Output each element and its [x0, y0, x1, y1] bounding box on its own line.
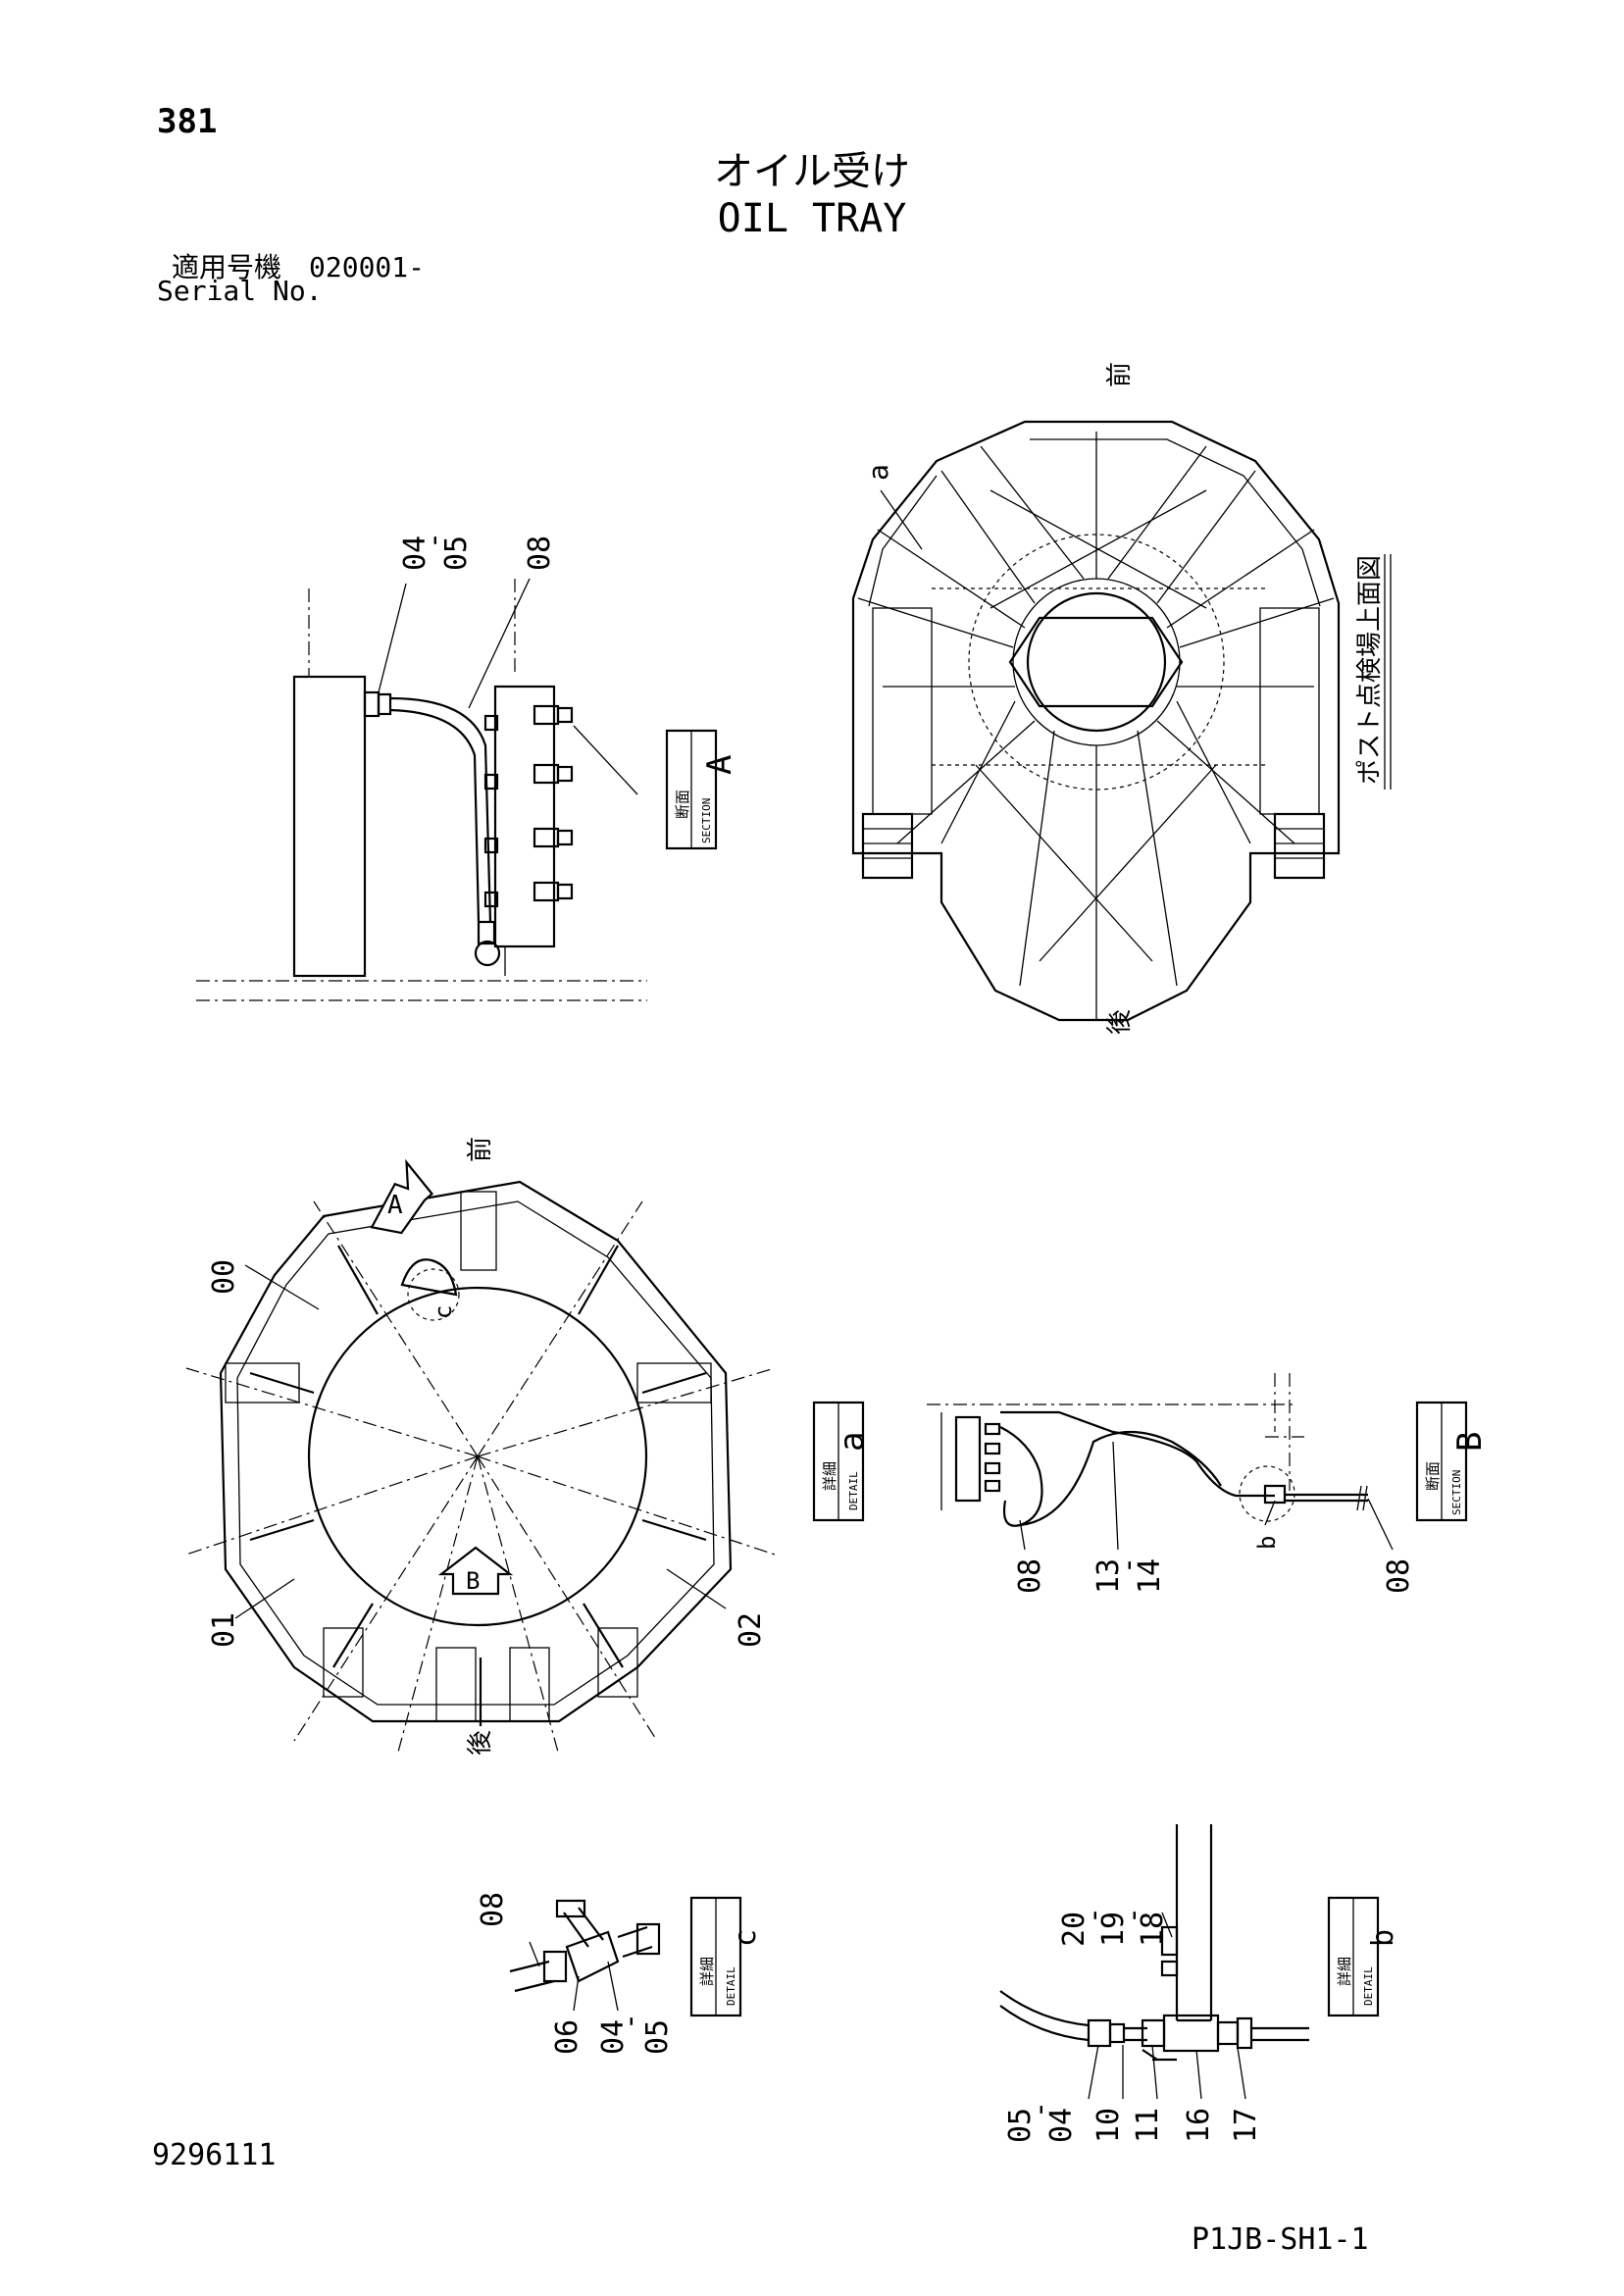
bolt-row	[483, 704, 574, 908]
section-b-en: SECTION	[1450, 1470, 1463, 1515]
detail-a-en: DETAIL	[847, 1471, 860, 1510]
part-label-05-b: 05	[1003, 2108, 1038, 2143]
section-a-tag: 断面 SECTION A	[665, 729, 739, 850]
section-b-jp: 断面	[1424, 1461, 1442, 1491]
part-range-sep-b1: -	[1077, 1907, 1111, 1924]
detail-b-jp: 詳細	[1336, 1957, 1353, 1986]
detail-c-view: 08 06 04 - 05 詳細 DETAIL c	[476, 1892, 763, 2055]
title-english: OIL TRAY	[718, 196, 907, 241]
part-label-13: 13	[1091, 1558, 1126, 1594]
top-view-front: 前	[1105, 362, 1135, 387]
part-label-08-b1: 08	[1013, 1558, 1047, 1594]
post-inspection-top-view: 前 後	[851, 362, 1392, 1035]
view-arrow-b: B	[437, 1546, 514, 1596]
part-range-sep-b3: -	[1023, 2101, 1057, 2118]
plan-view-front: 前	[466, 1137, 495, 1162]
serial-label-japanese: 適用号機	[172, 251, 281, 283]
view-arrow-a: A	[370, 1158, 433, 1235]
section-a-jp: 断面	[674, 790, 691, 819]
part-label-08-b2: 08	[1382, 1558, 1416, 1594]
oil-tray-plan-view: 前 後	[185, 1137, 872, 1757]
part-label-17: 17	[1229, 2108, 1263, 2143]
view-arrow-b-letter: B	[466, 1567, 480, 1595]
detail-b-view: 20 - 19 - 18 05 - 04 10 11 16 17 詳細 DETA…	[999, 1824, 1400, 2143]
detail-a-letter: a	[833, 1432, 872, 1452]
part-label-05: 05	[439, 536, 474, 571]
part-label-04-b: 04	[1044, 2108, 1079, 2143]
part-label-14: 14	[1133, 1558, 1167, 1594]
page-number: 381	[157, 102, 217, 141]
section-b-tag: 断面 SECTION B	[1415, 1401, 1490, 1522]
part-label-08: 08	[523, 536, 557, 571]
section-b-letter: B	[1450, 1432, 1490, 1452]
part-range-sep-c: -	[613, 2013, 647, 2030]
part-label-08-c: 08	[476, 1892, 510, 1927]
top-view-caption: ポスト点検場上面図	[1355, 555, 1385, 785]
part-label-01: 01	[207, 1612, 241, 1648]
detail-b-letter: b	[1366, 1929, 1400, 1947]
part-range-sep-b: -	[1111, 1556, 1145, 1574]
part-range-sep: -	[417, 532, 451, 549]
part-label-11: 11	[1131, 2108, 1165, 2143]
part-label-10: 10	[1091, 2108, 1126, 2143]
section-b-mark-b: b	[1253, 1536, 1281, 1550]
part-label-04: 04	[398, 536, 432, 571]
part-label-19: 19	[1096, 1912, 1131, 1947]
part-label-06: 06	[550, 2019, 584, 2055]
part-label-04-c: 04	[596, 2019, 631, 2055]
detail-b-en: DETAIL	[1362, 1966, 1375, 2006]
part-label-00: 00	[207, 1259, 241, 1295]
top-view-mark-a: a	[862, 464, 894, 481]
section-a-en: SECTION	[700, 798, 713, 843]
detail-a-jp: 詳細	[821, 1461, 838, 1491]
plan-view-mark-c: c	[430, 1305, 457, 1319]
section-a-view: 04 - 05 08 断面 SECTION A	[196, 532, 739, 1001]
document-number: 9296111	[152, 2138, 276, 2172]
part-label-18: 18	[1136, 1912, 1170, 1947]
part-label-16: 16	[1182, 2108, 1216, 2143]
drawing-code: P1JB-SH1-1	[1192, 2222, 1369, 2257]
part-label-05-c: 05	[640, 2019, 675, 2055]
view-arrow-a-letter: A	[387, 1191, 403, 1220]
detail-c-jp: 詳細	[698, 1957, 716, 1986]
detail-c-letter: c	[729, 1929, 763, 1947]
detail-c-en: DETAIL	[725, 1966, 737, 2006]
detail-c-tag: 詳細 DETAIL c	[689, 1896, 763, 2017]
detail-b-tag: 詳細 DETAIL b	[1327, 1896, 1400, 2017]
part-range-sep-b2: -	[1116, 1907, 1150, 1924]
detail-a-tag: 詳細 DETAIL a	[812, 1401, 872, 1522]
plan-view-rear: 後	[466, 1730, 495, 1756]
serial-value: 020001-	[309, 251, 425, 283]
part-label-02: 02	[734, 1612, 768, 1648]
section-a-letter: A	[700, 755, 739, 775]
top-view-rear: 後	[1105, 1009, 1135, 1035]
title-japanese: オイル受け	[714, 149, 910, 194]
section-b-view: b 08 13 - 14 08 断面 SECTION B	[927, 1373, 1490, 1594]
serial-label-english: Serial No.	[157, 275, 323, 307]
part-label-20: 20	[1057, 1912, 1091, 1947]
